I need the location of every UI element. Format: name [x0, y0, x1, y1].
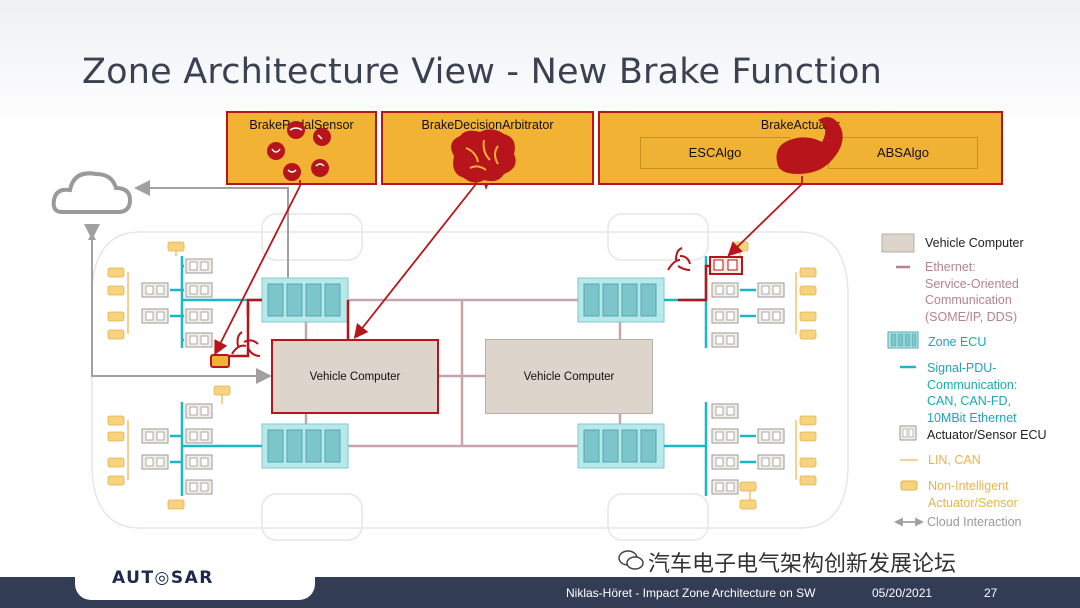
legend-actuator-sensor-ecu-label: Actuator/Sensor ECU [927, 428, 1047, 442]
logo-tab [75, 568, 315, 600]
legend-zone-ecu-swatch [887, 331, 919, 349]
footer-page-number: 27 [984, 586, 998, 600]
legend-actuator-sensor-ecu-swatch [899, 425, 917, 441]
car-outline [91, 213, 849, 541]
legend-non-intelligent-swatch [900, 480, 918, 491]
legend-cloud-interaction-swatch [893, 517, 925, 527]
footer-presentation-title: Niklas-Höret - Impact Zone Architecture … [566, 586, 816, 600]
zone-ecu-rear-left [261, 423, 349, 469]
brake-pedal-sensor-label: BrakePedalSensor [249, 118, 354, 132]
legend-cloud-interaction-label: Cloud Interaction [927, 515, 1022, 529]
esc-algo-box: ESCAlgo [640, 137, 790, 169]
legend-zone-ecu-label: Zone ECU [928, 335, 987, 349]
zone-ecu-front-right [577, 277, 665, 323]
brake-actuator-label: BrakeActuator [760, 118, 841, 132]
brake-decision-arbitrator-swc: BrakeDecisionArbitrator [381, 111, 594, 185]
autosar-logo: AUT◎SAR [112, 568, 214, 588]
watermark-text: 汽车电子电气架构创新发展论坛 [648, 552, 957, 577]
wechat-icon [618, 549, 644, 571]
legend-vehicle-computer-swatch [881, 233, 915, 253]
abs-algo-box: ABSAlgo [828, 137, 978, 169]
nerve-icon-left [231, 331, 261, 357]
slide-title: Zone Architecture View - New Brake Funct… [82, 52, 883, 92]
nerve-icon-right [667, 247, 691, 271]
legend-lin-can-label: LIN, CAN [928, 453, 981, 467]
brake-pedal-sensor-swc: BrakePedalSensor [226, 111, 377, 185]
legend-ethernet-label: Ethernet: Service-Oriented Communication… [925, 260, 1019, 324]
brake-actuator-swc: BrakeActuator ESCAlgo ABSAlgo [598, 111, 1003, 185]
cloud-icon [51, 171, 133, 214]
footer-date: 05/20/2021 [872, 586, 933, 600]
legend-signal-pdu-label: Signal-PDU- Communication: CAN, CAN-FD, … [927, 361, 1018, 425]
brake-decision-arbitrator-label: BrakeDecisionArbitrator [421, 118, 554, 132]
zone-ecu-rear-right [577, 423, 665, 469]
vehicle-computer-brake: Vehicle Computer [271, 339, 439, 414]
legend-vehicle-computer-label: Vehicle Computer [925, 236, 1024, 250]
legend-non-intelligent-label: Non-Intelligent Actuator/Sensor [928, 479, 1018, 510]
zone-ecu-front-left [261, 277, 349, 323]
vehicle-computer-2: Vehicle Computer [485, 339, 653, 414]
